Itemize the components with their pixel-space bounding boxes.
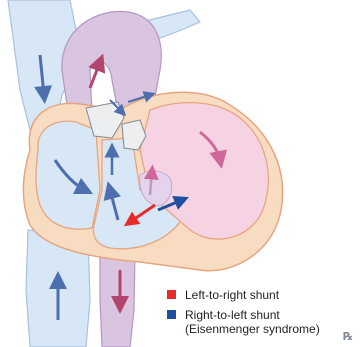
legend-item-left-to-right: Left-to-right shunt — [167, 288, 279, 302]
red-swatch — [167, 290, 176, 299]
blue-swatch — [167, 310, 176, 319]
rx-logo-icon: ℞ — [343, 330, 353, 343]
descending-aorta — [100, 250, 135, 347]
legend-item-right-to-left: Right-to-left shunt (Eisenmenger syndrom… — [167, 308, 320, 336]
legend-label: Left-to-right shunt — [185, 288, 279, 302]
legend-label: Right-to-left shunt — [185, 308, 320, 322]
legend-sublabel: (Eisenmenger syndrome) — [185, 322, 320, 336]
